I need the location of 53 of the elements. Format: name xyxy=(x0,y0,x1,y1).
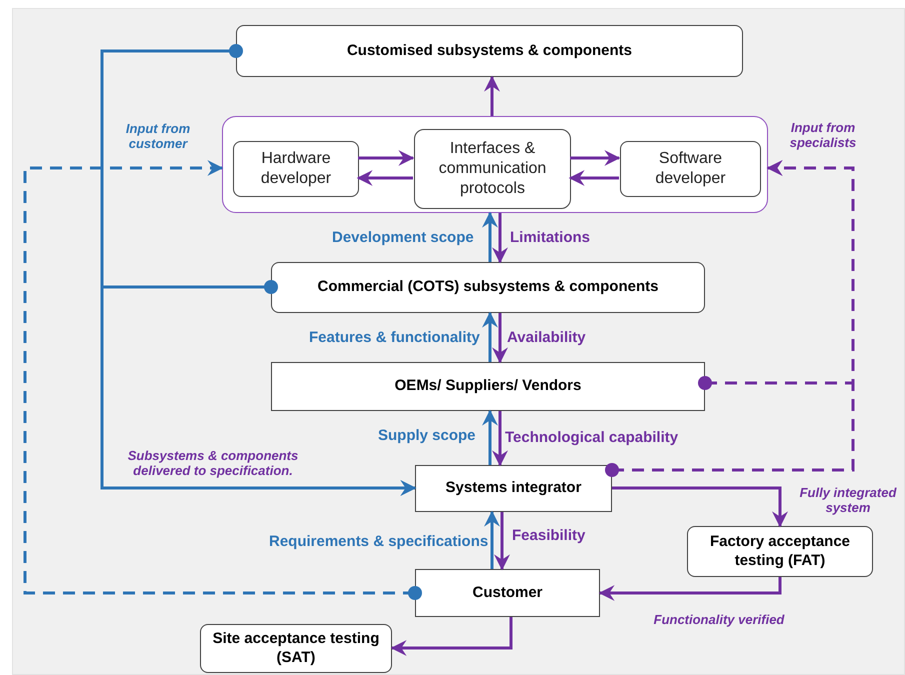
arrow xyxy=(612,486,788,528)
arrow xyxy=(100,280,416,496)
edge-label: Requirements & specifications xyxy=(269,533,488,551)
edge-label: Input from customer xyxy=(124,120,192,152)
edge-label: Limitations xyxy=(510,229,590,247)
edge-label: Availability xyxy=(507,329,586,347)
process-box xyxy=(200,624,392,673)
node-label: Software developer xyxy=(654,149,727,189)
group-box xyxy=(222,116,768,213)
process-box xyxy=(271,362,705,411)
arrow xyxy=(492,313,508,364)
arrow xyxy=(492,213,508,264)
arrow xyxy=(568,170,619,186)
process-box xyxy=(687,526,873,577)
arrow xyxy=(484,76,500,116)
node-label: Customised subsystems & components xyxy=(346,42,632,60)
role-box xyxy=(414,129,571,209)
process-box xyxy=(415,465,612,512)
edge-label: Feasibility xyxy=(512,527,586,545)
arrow xyxy=(482,312,498,362)
arrow xyxy=(358,150,414,166)
edge-label: Fully integrated system xyxy=(798,484,898,516)
edge-label: Technological capability xyxy=(505,429,678,447)
node-label: OEMs/ Suppliers/ Vendors xyxy=(394,377,582,396)
arrow xyxy=(390,617,512,656)
edge-label: Development scope xyxy=(332,229,474,247)
node-label: Systems integrator xyxy=(446,479,582,498)
edge-label: Features & functionality xyxy=(309,329,480,347)
dashed-arrow xyxy=(605,160,854,477)
edge-label: Functionality verified xyxy=(652,612,786,628)
dashed-arrow xyxy=(24,160,422,600)
process-box xyxy=(271,262,705,313)
arrow xyxy=(356,170,413,186)
node-label: Factory acceptance testing (FAT) xyxy=(708,532,852,570)
arrow xyxy=(570,150,620,166)
process-box xyxy=(415,569,600,617)
node-label: Interfaces & communication protocols xyxy=(438,139,548,199)
node-label: Customer xyxy=(472,584,542,602)
role-box xyxy=(620,141,761,197)
edge-label: Subsystems & components delivered to specification. xyxy=(126,448,300,479)
arrow xyxy=(482,212,498,262)
role-box xyxy=(233,141,359,197)
node-label: Site acceptance testing (SAT) xyxy=(212,630,380,668)
node-label: Commercial (COTS) subsystems & components xyxy=(318,278,658,297)
arrow xyxy=(492,411,508,466)
arrow xyxy=(484,510,500,569)
edge-label: Input from specialists xyxy=(788,120,858,151)
node-label: Hardware developer xyxy=(260,149,332,189)
edge-label: Supply scope xyxy=(378,427,476,445)
arrow xyxy=(494,512,510,570)
arrow xyxy=(482,410,498,465)
arrow xyxy=(598,577,782,601)
process-box xyxy=(236,25,743,77)
